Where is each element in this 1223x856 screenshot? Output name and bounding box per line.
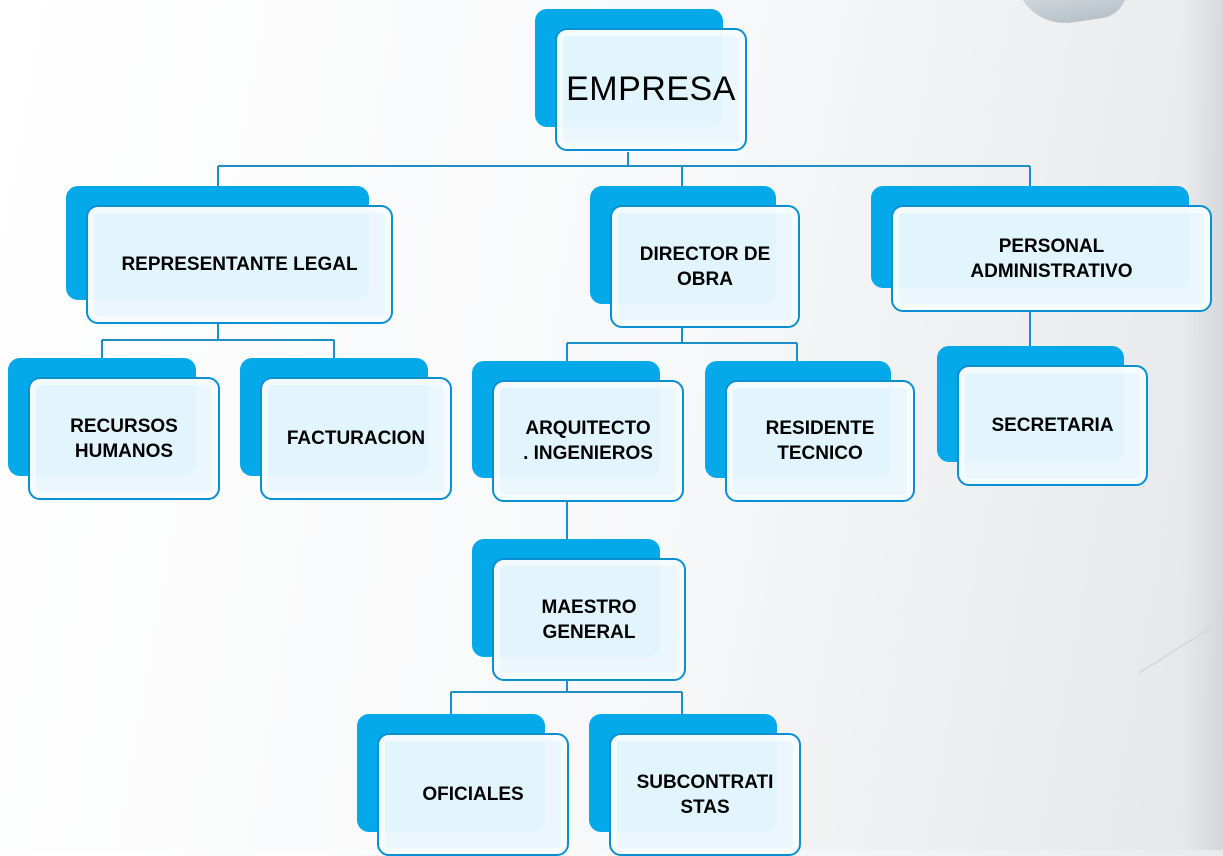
node-secretaria-label: SECRETARIA (991, 415, 1114, 436)
connector-director-children (566, 326, 798, 361)
node-empresa-label: EMPRESA (566, 70, 736, 108)
node-subcontratistas-label: SUBCONTRATI STAS (636, 771, 774, 818)
node-director-de-obra: DIRECTOR DE OBRA (590, 186, 800, 328)
node-personal-administrativo-label: PERSONAL ADMINISTRATIVO (970, 235, 1133, 282)
node-recursos-humanos-label: RECURSOS HUMANOS (70, 415, 178, 462)
node-representante-legal-label: REPRESENTANTE LEGAL (121, 254, 358, 275)
node-director-de-obra-label: DIRECTOR DE OBRA (639, 243, 771, 290)
node-arquitecto-ingenieros-label: ARQUITECTO . INGENIEROS (523, 418, 653, 464)
node-personal-administrativo: PERSONAL ADMINISTRATIVO (871, 186, 1212, 312)
node-empresa: EMPRESA (535, 9, 747, 153)
node-representante-legal: REPRESENTANTE LEGAL (66, 186, 393, 324)
node-recursos-humanos: RECURSOS HUMANOS (8, 358, 220, 500)
node-maestro-general-label: MAESTRO GENERAL (541, 596, 637, 643)
connector-maestro-children (450, 680, 683, 714)
node-oficiales-label: OFICIALES (422, 784, 524, 805)
connector-empresa-children (217, 152, 1031, 186)
node-secretaria: SECRETARIA (937, 346, 1148, 486)
node-subcontratistas: SUBCONTRATI STAS (589, 714, 801, 856)
node-oficiales: OFICIALES (357, 714, 569, 856)
node-facturacion: FACTURACION (240, 358, 452, 500)
node-facturacion-label: FACTURACION (286, 428, 426, 449)
connector-representante-children (101, 322, 335, 358)
node-arquitecto-ingenieros: ARQUITECTO . INGENIEROS (472, 361, 684, 502)
node-maestro-general: MAESTRO GENERAL (472, 539, 686, 681)
node-residente-tecnico: RESIDENTE TECNICO (705, 361, 915, 502)
node-residente-tecnico-label: RESIDENTE TECNICO (765, 418, 875, 464)
